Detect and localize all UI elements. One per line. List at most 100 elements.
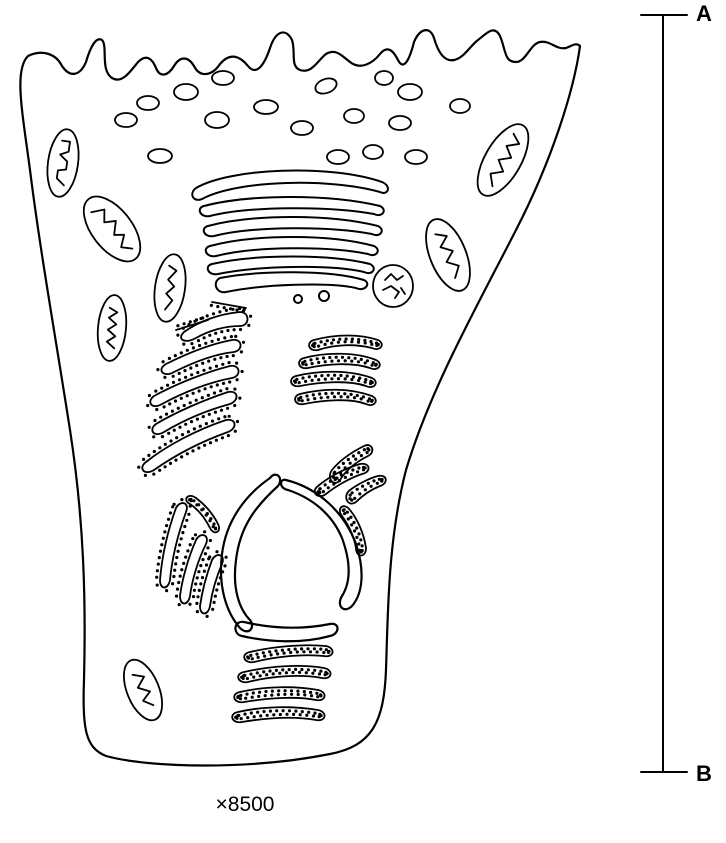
ribosome-dot bbox=[195, 503, 198, 506]
ribosome-dot bbox=[199, 582, 202, 585]
ribosome-dot bbox=[165, 413, 168, 416]
ribosome-dot bbox=[182, 562, 185, 565]
ribosome-dot bbox=[218, 310, 221, 313]
ribosome-dot bbox=[320, 396, 323, 399]
ribosome-dot bbox=[246, 677, 249, 680]
ribosome-dot bbox=[308, 375, 311, 378]
ribosome-dot bbox=[294, 648, 297, 651]
ribosome-dot bbox=[186, 394, 189, 397]
ribosome-dot bbox=[178, 378, 181, 381]
ribosome-dot bbox=[159, 416, 162, 419]
ribosome-dot bbox=[353, 396, 356, 399]
ribosome-dot bbox=[318, 672, 321, 675]
ribosome-dot bbox=[309, 358, 312, 361]
ribosome-dot bbox=[211, 420, 214, 423]
ribosome-dot bbox=[367, 482, 370, 485]
ribosome-dot bbox=[310, 694, 313, 697]
ribosome-dot bbox=[317, 490, 320, 493]
ribosome-dot bbox=[343, 508, 346, 511]
ribosome-dot bbox=[213, 391, 216, 394]
ribosome-dot bbox=[349, 462, 352, 465]
ribosome-dot bbox=[317, 361, 320, 364]
ribosome-dot bbox=[233, 328, 236, 331]
ribosome-dot bbox=[219, 576, 222, 579]
ribosome-dot bbox=[193, 589, 196, 592]
ribosome-dot bbox=[228, 361, 231, 364]
ribosome-dot bbox=[369, 382, 372, 385]
ribosome-dot bbox=[191, 449, 194, 452]
ribosome-dot bbox=[144, 474, 147, 477]
ribosome-dot bbox=[262, 651, 265, 654]
ribosome-dot bbox=[355, 527, 358, 530]
ribosome-dot bbox=[351, 338, 354, 341]
ribosome-dot bbox=[275, 669, 278, 672]
ribosome-dot bbox=[194, 582, 197, 585]
ribosome-dot bbox=[228, 415, 231, 418]
ribosome-dot bbox=[300, 668, 303, 671]
ribosome-dot bbox=[152, 435, 155, 438]
ribosome-dot bbox=[364, 381, 367, 384]
ribosome-dot bbox=[235, 362, 238, 365]
ribosome-dot bbox=[180, 498, 183, 501]
ribosome-dot bbox=[244, 697, 247, 700]
ribosome-dot bbox=[360, 397, 363, 400]
ribosome-dot bbox=[192, 392, 195, 395]
ribosome-dot bbox=[226, 355, 229, 358]
ribosome-dot bbox=[208, 519, 211, 522]
ribosome-dot bbox=[277, 689, 280, 692]
ribosome-dot bbox=[362, 468, 365, 471]
ribosome-dot bbox=[327, 374, 330, 377]
ribosome-dot bbox=[304, 380, 307, 383]
ribosome-dot bbox=[269, 710, 272, 713]
ribosome-dot bbox=[199, 425, 202, 428]
ribosome-dot bbox=[327, 651, 330, 654]
ribosome-dot bbox=[234, 335, 237, 338]
ribosome-dot bbox=[366, 451, 369, 454]
ribosome-dot bbox=[198, 589, 201, 592]
ribosome-dot bbox=[156, 569, 159, 572]
ribosome-dot bbox=[307, 398, 310, 401]
ribosome-dot bbox=[343, 512, 346, 515]
ribosome-dot bbox=[156, 368, 159, 371]
ribosome-dot bbox=[349, 494, 352, 497]
ribosome-dot bbox=[361, 485, 364, 488]
ribosome-dot bbox=[184, 376, 187, 379]
ribosome-dot bbox=[318, 715, 321, 718]
ribosome-dot bbox=[292, 713, 295, 716]
rough-er-left bbox=[142, 302, 247, 472]
ribosome-dot bbox=[199, 564, 202, 567]
ribosome-dot bbox=[180, 568, 183, 571]
ribosome-dot bbox=[185, 519, 188, 522]
ribosome-dot bbox=[249, 673, 252, 676]
ribosome-dot bbox=[225, 309, 228, 312]
ribosome-dot bbox=[219, 356, 222, 359]
ribosome-dot bbox=[159, 550, 162, 553]
ribosome-dot bbox=[165, 589, 168, 592]
ribosome-dot bbox=[206, 546, 209, 549]
ribosome-dot bbox=[285, 671, 288, 674]
ribosome-dot bbox=[183, 369, 186, 372]
ribosome-dot bbox=[289, 651, 292, 654]
ribosome-dot bbox=[189, 543, 192, 546]
ribosome-dot bbox=[374, 364, 377, 367]
ribosome-dot bbox=[236, 420, 239, 423]
ribosome-dot bbox=[350, 340, 353, 343]
ribosome-dot bbox=[160, 387, 163, 390]
ribosome-dot bbox=[318, 487, 321, 490]
ribosome-dot bbox=[309, 691, 312, 694]
ribosome-dot bbox=[333, 395, 336, 398]
ribosome-dot bbox=[205, 563, 208, 566]
ribosome-dot bbox=[239, 328, 242, 331]
ribosome-dot bbox=[137, 466, 140, 469]
ribosome-dot bbox=[204, 342, 207, 345]
ribosome-dot bbox=[338, 479, 341, 482]
ribosome-dot bbox=[189, 401, 192, 404]
ribosome-dot bbox=[300, 647, 303, 650]
ribosome-dot bbox=[201, 558, 204, 561]
ribosome-dot bbox=[319, 694, 322, 697]
ribosome-dot bbox=[264, 690, 267, 693]
ribosome-dot bbox=[294, 710, 297, 713]
ribosome-dot bbox=[357, 379, 360, 382]
ribosome-dot bbox=[153, 450, 156, 453]
